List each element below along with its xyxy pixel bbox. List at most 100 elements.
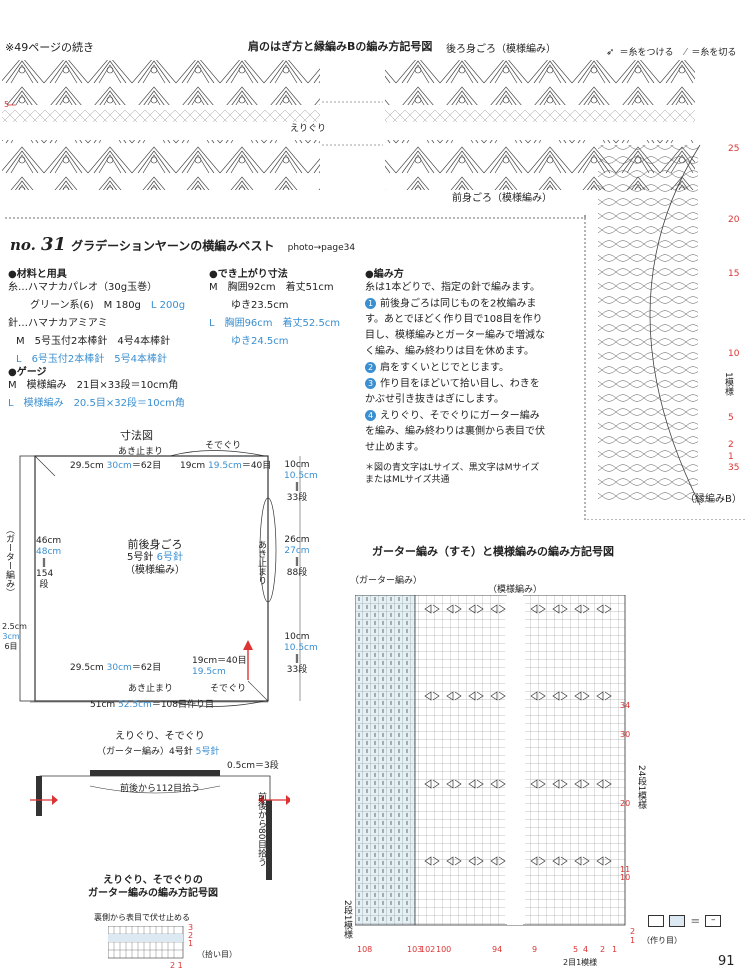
photo-ref: photo→page34 [287,243,356,253]
purl-symbol-icon [669,914,686,927]
back-armhole-label: 後ろ身ごろ（模様編み） [446,44,556,55]
work-title: no. 31 グラデーションヤーンの横編みベスト photo→page34 [10,234,355,255]
dash-symbol-icon: – [705,914,722,927]
materials-yarn-amount: グリーン系(6) M 180g L 200g [30,300,186,311]
band-width: 0.5cm＝3段 [227,761,279,771]
finished-l2: ゆき24.5cm [231,336,289,347]
garter-unit: 2段1模様 [342,900,352,939]
sleeve-top-label: そでぐり [205,441,242,451]
neck-label: えりぐり [290,124,327,134]
row-number: 20 [620,799,631,808]
col-number: 1 [612,945,618,954]
materials-heading: ●材料と用具 [8,269,67,280]
gauge-heading: ●ゲージ [8,367,47,378]
top-right-width: 19cm 19.5cm＝40目 [180,461,272,471]
col-number: 102 [420,945,436,954]
method-step-1-line: 目し、模様編みとガーター編みで増減な [365,330,545,341]
neck-chart-subtitle: （ガーター編み）4号針 5号針 [97,747,220,757]
open-stop-top: あき止まり [118,447,164,457]
col-number: 2 [600,945,606,954]
finished-m1: M 胸囲92cm 着丈51cm [209,282,334,293]
materials-yarn: 糸…ハマナカパレオ（30g玉巻） [8,282,158,293]
row-number: 15 [728,269,740,279]
small-garter-grid [108,926,184,959]
body-label: 前後身ごろ 5号針 6号針 （模様編み） [110,538,200,577]
materials-needle-l: L 6号玉付2本棒針 5号4本棒針 [16,354,168,365]
small-chart-title: えりぐり、そでぐりの ガーター編みの編み方記号図 [88,875,218,899]
col-number: 94 [492,945,503,954]
work-no: no. [10,236,36,254]
row-number: 10 [728,349,740,359]
open-stop-side: あき止まり [256,540,266,585]
row-number: 1 [630,936,636,945]
front-armhole-label: 前身ごろ（模様編み） [452,193,552,205]
size-chart-title: 寸法図 [120,429,153,442]
big-chart-title: ガーター編み（すそ）と模様編みの編み方記号図 [372,545,614,558]
legend: ➶ ＝糸をつける ⁄ ＝糸を切る [606,40,736,59]
legend-attach-label: ＝糸をつける [619,48,674,58]
method-intro: 糸は1本どりで、指定の針で編みます。 [365,282,540,293]
method-note: またはMLサイズ共通 [365,475,450,485]
symbol-equals: ＝ [690,917,701,928]
col-number: 9 [532,945,538,954]
small-chart-cols: 2 1 [170,961,183,970]
finished-size-section: ●でき上がり寸法 M 胸囲92cm 着丈51cm ゆき23.5cm L 胸囲96… [209,269,359,349]
row-number: 2 [630,927,636,936]
method-heading: ●編み方 [365,269,404,280]
legend-cut-label: ＝糸を切る [691,48,737,58]
top-width: 29.5cm 30cm＝62目 [70,461,162,471]
pickup-label: （拾い目） [197,950,237,959]
bottom-width: 29.5cm 30cm＝62目 [70,663,162,673]
bottom-right-width: 19cm＝40目 19.5cm [192,656,247,677]
cast-on-label: （作り目） [642,936,682,945]
row-number: 34 [620,701,631,710]
row-number: 20 [728,215,740,225]
row-number: 2 [728,440,734,450]
page-number: 91 [718,954,735,969]
materials-needle: 針…ハマナカアミアミ [8,318,108,329]
top-chart-title: 肩のはぎ方と縁編みBの編み方記号図 [248,40,433,53]
attach-yarn-icon: ➶ [606,47,615,58]
total-width: 51cm 52.5cm＝108目作り目 [90,700,214,710]
row-number: 10 [620,873,631,882]
method-step-3-line: かぶせ引き抜きはぎにします。 [365,394,504,405]
row-number: 25 [728,144,740,154]
method-step-4-line: せ止めます。 [365,442,424,453]
col-number: 4 [583,945,589,954]
method-step-1-line: す。あとでほどく作り目で108目を作り [365,314,543,325]
gauge-l: L 模様編み 20.5目×32段＝10cm角 [8,398,185,409]
continued-note: ※49ページの続き [5,41,94,54]
method-step-4-line: を編み、編み終わりは裏側から表目で伏 [365,426,545,437]
gauge-m: M 模様編み 21目×33段＝10cm角 [8,380,179,391]
big-stitch-chart [355,595,626,926]
neck-chart-title: えりぐり、そでぐり [115,731,205,742]
method-note: ＊図の青文字はLサイズ、黒文字はMサイズ [365,463,540,473]
neck-pickup: 前後から112目拾う [120,784,201,794]
open-stop-bottom: あき止まり [128,684,174,694]
body-needle: 5号針 6号針 [127,552,183,563]
sleeve-bottom-label: そでぐり [210,684,247,694]
row-number: 1 [728,452,734,462]
col-number: 5 [573,945,579,954]
work-name: グラデーションヤーンの横編みベスト [71,239,275,253]
finished-l1: L 胸囲96cm 着丈52.5cm [209,318,341,329]
work-number: 31 [40,234,67,255]
row-number: 35 [728,463,740,473]
materials-section: ●材料と用具 糸…ハマナカパレオ（30g玉巻） グリーン系(6) M 180g … [8,269,208,369]
stitch-unit: 2目1模様 [563,958,598,967]
row-number: 5 [728,413,734,423]
size-diagram [19,450,301,707]
method-step-1-line: く編み、編み終わりは目を休めます。 [365,346,534,357]
pattern-label: （模様編み） [488,585,543,595]
body-title: 前後身ごろ [127,538,183,551]
